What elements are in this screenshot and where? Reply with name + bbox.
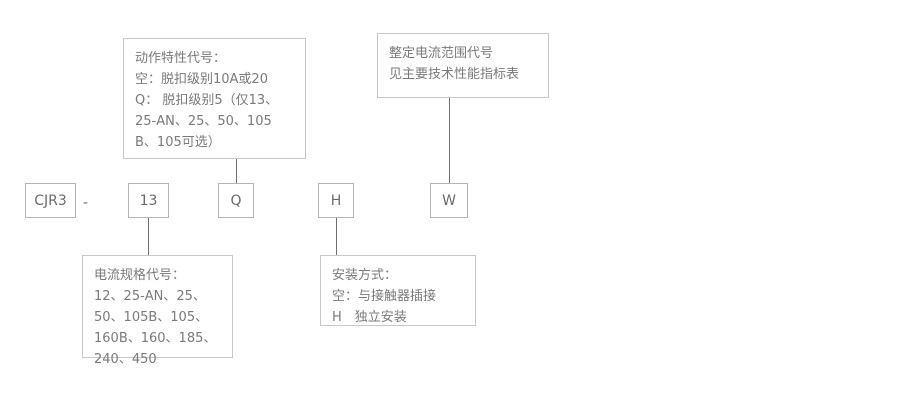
connector-mount-token-to-note <box>336 218 337 255</box>
note-current-range: 整定电流范围代号 见主要技术性能指标表 <box>377 33 549 98</box>
connector-action-note-to-token <box>236 159 237 183</box>
code-token-current-range: W <box>430 183 468 218</box>
code-token-mounting-method: H <box>318 183 354 218</box>
connector-range-note-to-token <box>449 98 450 183</box>
code-token-series: CJR3 <box>25 183 76 218</box>
code-token-action-characteristic: Q <box>218 183 254 218</box>
note-mounting-method: 安装方式： 空：与接触器插接 H 独立安装 <box>320 255 476 326</box>
code-separator-dash: - <box>83 195 89 211</box>
note-current-spec: 电流规格代号： 12、25-AN、25、 50、105B、105、 160B、1… <box>82 255 233 367</box>
note-action-characteristic: 动作特性代号： 空：脱扣级别10A或20 Q： 脱扣级别5（仅13、 25-AN… <box>123 38 306 159</box>
connector-spec-token-to-note <box>148 218 149 255</box>
code-token-current-spec: 13 <box>128 183 169 218</box>
